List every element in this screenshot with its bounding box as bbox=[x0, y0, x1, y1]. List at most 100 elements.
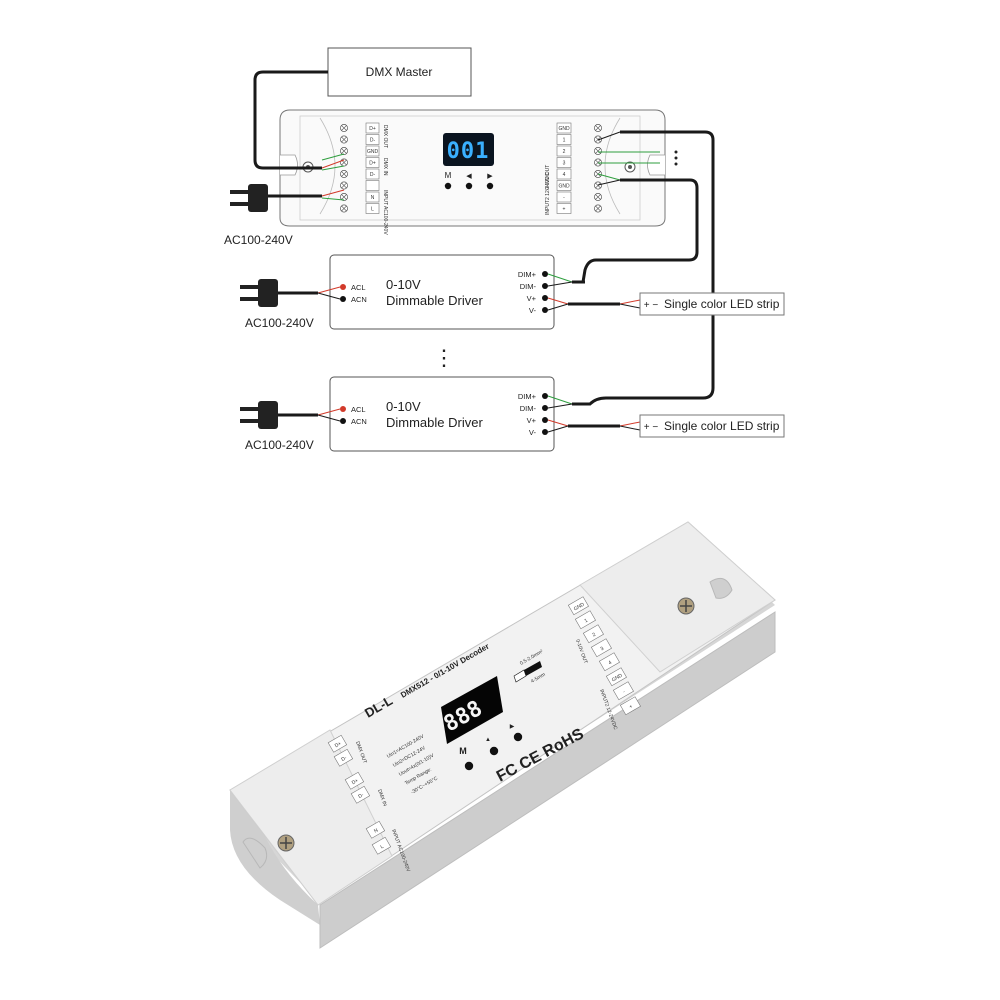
product-right-terminal[interactable]: + bbox=[619, 696, 641, 716]
decoder-right-terminal[interactable]: - bbox=[556, 191, 602, 203]
driver-output-label: DIM- bbox=[520, 282, 537, 291]
decoder-right-terminal-label: GND bbox=[558, 184, 570, 190]
terminal-screw-icon bbox=[594, 124, 602, 132]
decoder-left-terminal[interactable]: D- bbox=[340, 168, 380, 180]
driver-input-terminal[interactable] bbox=[340, 296, 346, 302]
product-left-terminal[interactable]: D- bbox=[350, 785, 371, 804]
product-left-terminal-label: D+ bbox=[334, 741, 343, 750]
product-right-terminal-label: 2 bbox=[591, 632, 597, 639]
driver-output-terminal[interactable] bbox=[542, 405, 548, 411]
decoder-right-terminal[interactable]: GND bbox=[556, 122, 602, 134]
product-right-terminal[interactable]: 4 bbox=[598, 652, 620, 672]
ac-plug-icon bbox=[240, 401, 278, 429]
driver-input-label: ACL bbox=[351, 405, 366, 414]
driver-output-terminal[interactable] bbox=[542, 283, 548, 289]
decoder-left-terminal[interactable] bbox=[340, 180, 380, 191]
decoder-button-right[interactable] bbox=[486, 182, 494, 190]
decoder-right-terminal-label: + bbox=[563, 207, 566, 213]
driver-output-terminal[interactable] bbox=[542, 271, 548, 277]
driver-subtitle: Dimmable Driver bbox=[386, 293, 483, 308]
decoder-button-left[interactable] bbox=[465, 182, 473, 190]
terminal-screw-icon bbox=[340, 170, 348, 178]
terminal-screw-icon bbox=[594, 204, 602, 213]
product-left-terminal[interactable]: L bbox=[371, 836, 392, 855]
driver-output-terminal[interactable] bbox=[542, 307, 548, 313]
driver-input-terminal[interactable] bbox=[340, 418, 346, 424]
product-right-terminal[interactable]: 3 bbox=[590, 638, 612, 658]
terminal-screw-icon bbox=[340, 124, 348, 132]
driver-output-terminal[interactable] bbox=[542, 429, 548, 435]
decoder-dmx-in-label: DMX IN bbox=[382, 158, 388, 176]
decoder-left-terminal[interactable]: L bbox=[340, 203, 380, 214]
decoder-button-right-label: ▶ bbox=[487, 173, 493, 180]
product-button-right[interactable] bbox=[513, 732, 523, 742]
driver-subtitle: Dimmable Driver bbox=[386, 415, 483, 430]
decoder-right-terminal[interactable]: GND bbox=[556, 180, 602, 191]
driver-input-label: ACL bbox=[351, 283, 366, 292]
decoder-right-terminal[interactable]: 2 bbox=[556, 145, 602, 157]
decoder-button-left-label: ◀ bbox=[466, 173, 472, 180]
terminal-screw-icon bbox=[594, 147, 602, 155]
product-right-terminal[interactable]: - bbox=[612, 681, 634, 701]
driver-output-label: V- bbox=[529, 428, 537, 437]
decoder-left-terminal[interactable]: D+ bbox=[340, 122, 380, 134]
product-button-m[interactable] bbox=[464, 761, 474, 771]
led-strip-label: Single color LED strip bbox=[664, 419, 780, 433]
led-strip-box bbox=[639, 414, 785, 438]
terminal-screw-icon bbox=[340, 158, 348, 167]
decoder-right-terminal-label: 2 bbox=[563, 149, 566, 155]
terminal-screw-icon bbox=[340, 204, 348, 213]
decoder-left-terminal[interactable]: N bbox=[340, 191, 380, 203]
product-button-m-label: M bbox=[459, 746, 467, 756]
driver-output-label: V+ bbox=[527, 294, 537, 303]
led-strip-sign: + − bbox=[644, 300, 659, 311]
terminal-screw-icon bbox=[340, 181, 348, 190]
product-button-up[interactable] bbox=[489, 746, 499, 756]
product-right-terminal-label: 4 bbox=[607, 660, 613, 667]
driver-output-label: V- bbox=[529, 306, 537, 315]
product-left-terminal[interactable]: D- bbox=[333, 748, 354, 767]
decoder-left-terminal[interactable]: GND bbox=[340, 145, 380, 157]
decoder-button-m[interactable] bbox=[444, 182, 452, 190]
driver-input-terminal[interactable] bbox=[340, 284, 346, 290]
product-right-terminal[interactable]: 1 bbox=[574, 610, 596, 630]
terminal-screw-icon bbox=[340, 147, 348, 155]
driver-output-label: DIM+ bbox=[518, 270, 537, 279]
driver-output-terminal[interactable] bbox=[542, 417, 548, 423]
product-right-terminal[interactable]: GND bbox=[567, 596, 589, 616]
driver-ac-label: AC100-240V bbox=[245, 438, 314, 452]
driver-input-terminal[interactable] bbox=[340, 406, 346, 412]
dmx-master-label: DMX Master bbox=[366, 65, 433, 79]
driver-title: 0-10V bbox=[386, 277, 421, 292]
ac-plug-icon bbox=[240, 279, 278, 307]
product-left-terminal[interactable]: D+ bbox=[344, 771, 365, 790]
decoder-right-terminal-label: 1 bbox=[563, 138, 566, 144]
product-right-terminal[interactable]: GND bbox=[605, 667, 627, 687]
decoder-left-terminal[interactable]: D- bbox=[340, 134, 380, 145]
terminal-screw-icon bbox=[594, 181, 602, 190]
product-left-terminal-block: D+D-D+D-NL bbox=[327, 734, 392, 855]
driver-output-label: V+ bbox=[527, 416, 537, 425]
ellipsis: ⋮ bbox=[433, 345, 455, 370]
product-right-terminal-label: + bbox=[628, 704, 634, 711]
decoder-right-terminal[interactable]: + bbox=[556, 203, 602, 214]
product-screw-icon bbox=[677, 597, 695, 615]
product-display bbox=[441, 676, 503, 744]
dmx-master-box bbox=[327, 47, 472, 97]
decoder-right-terminal-label: - bbox=[563, 195, 565, 201]
product-right-terminal-label: GND bbox=[611, 672, 624, 683]
product-left-terminal[interactable]: N bbox=[365, 820, 386, 839]
product-right-terminal-label: - bbox=[622, 689, 627, 695]
product-left-terminal[interactable]: D+ bbox=[327, 734, 348, 753]
product-dmx-in-label: DMX IN bbox=[376, 789, 388, 808]
led-strip-sign: + − bbox=[644, 422, 659, 433]
driver-output-terminal[interactable] bbox=[542, 295, 548, 301]
product-right-terminal[interactable]: 2 bbox=[582, 624, 604, 644]
driver-output-terminal[interactable] bbox=[542, 393, 548, 399]
